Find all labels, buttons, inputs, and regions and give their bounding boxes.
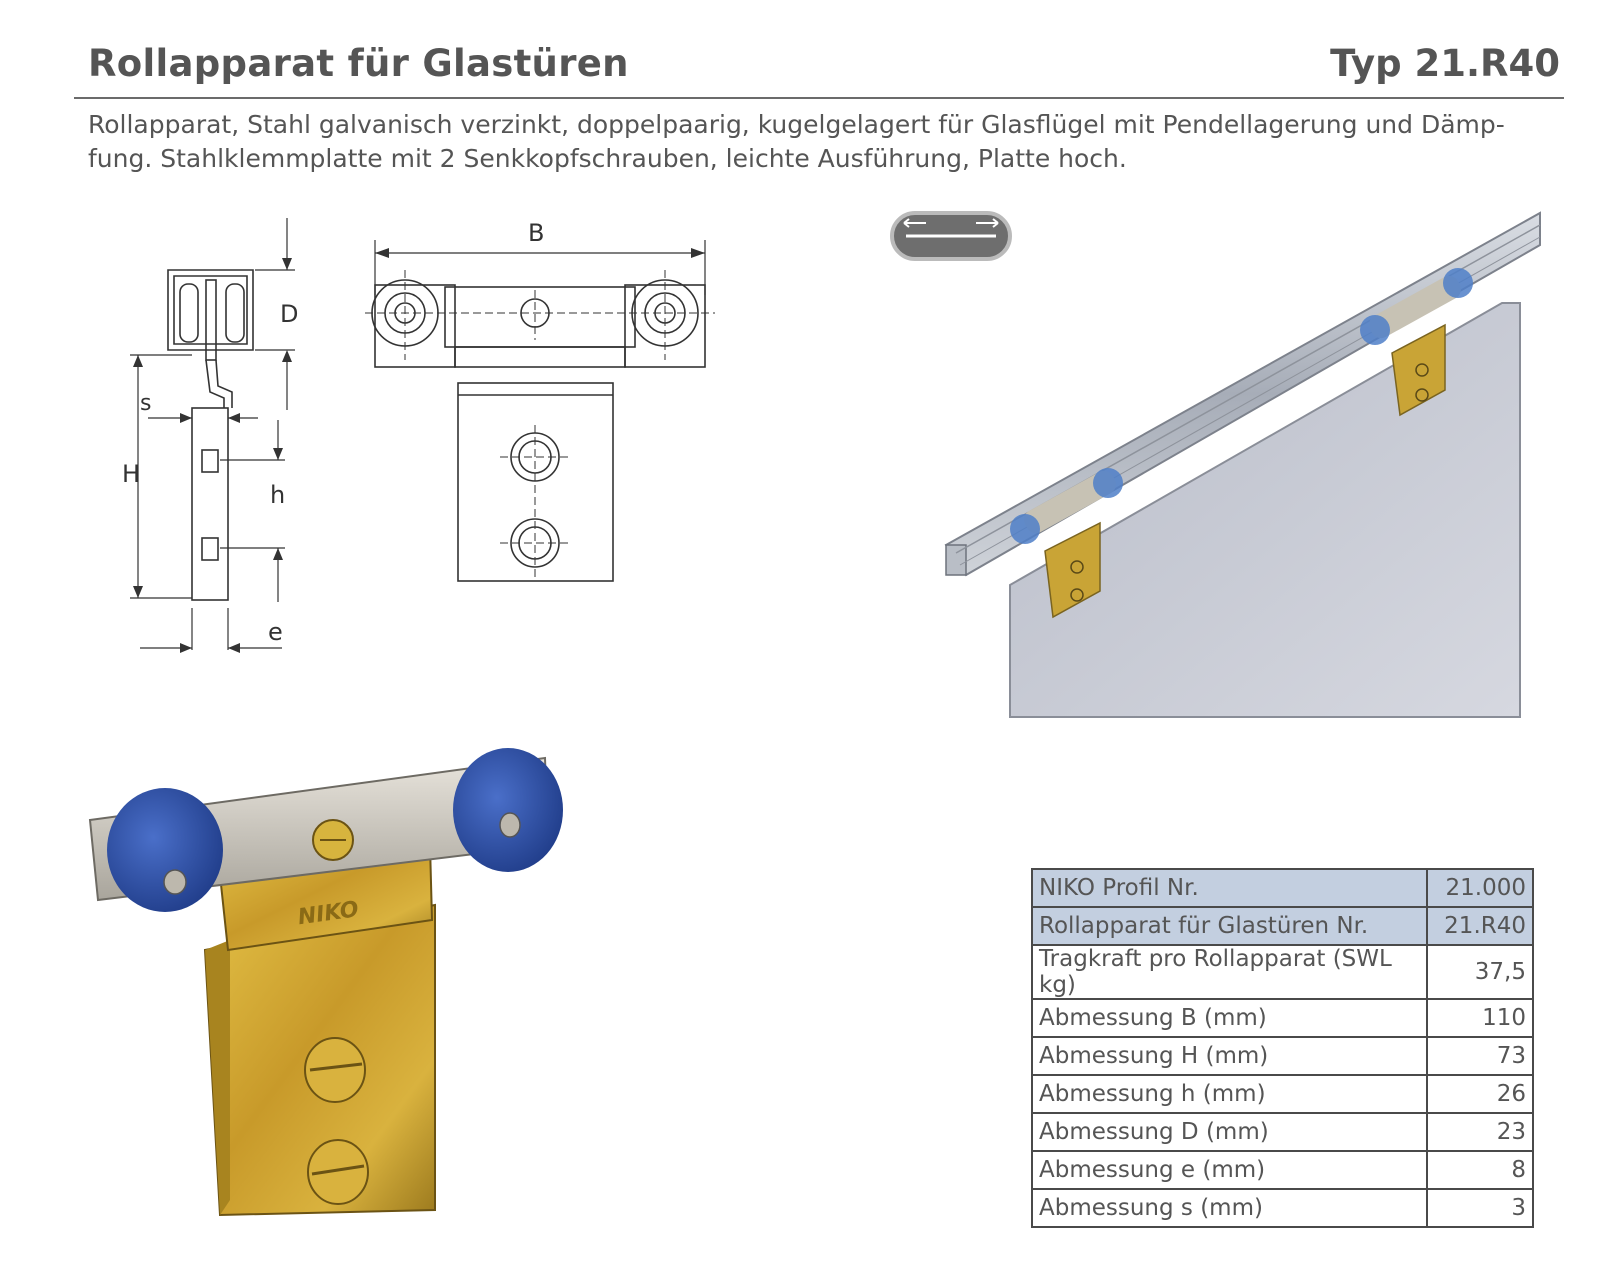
product-type: Typ 21.R40 [1330, 42, 1560, 85]
spec-value: 21.R40 [1426, 906, 1534, 946]
product-description: Rollapparat, Stahl galvanisch verzinkt, … [88, 108, 1558, 176]
spec-value: 8 [1426, 1150, 1534, 1190]
spec-row: Abmessung B (mm)110 [1031, 998, 1534, 1038]
dim-label-D: D [280, 300, 298, 328]
spec-row: Rollapparat für Glastüren Nr.21.R40 [1031, 906, 1534, 946]
dim-label-H: H [122, 460, 140, 488]
spec-row: Abmessung h (mm)26 [1031, 1074, 1534, 1114]
spec-label: Rollapparat für Glastüren Nr. [1031, 906, 1428, 946]
spec-label: Abmessung H (mm) [1031, 1036, 1428, 1076]
spec-row: Abmessung e (mm)8 [1031, 1150, 1534, 1190]
spec-label: Tragkraft pro Rollapparat (SWL kg) [1031, 944, 1428, 1000]
spec-label: Abmessung s (mm) [1031, 1188, 1428, 1228]
dim-label-B: B [528, 219, 544, 247]
product-photo: NIKO [88, 748, 563, 1217]
description-line-1: Rollapparat, Stahl galvanisch verzinkt, … [88, 110, 1505, 139]
dim-label-h: h [270, 481, 285, 509]
spec-row: Abmessung s (mm)3 [1031, 1188, 1534, 1228]
spec-value: 3 [1426, 1188, 1534, 1228]
spec-row: NIKO Profil Nr.21.000 [1031, 868, 1534, 908]
spec-label: Abmessung h (mm) [1031, 1074, 1428, 1114]
spec-value: 73 [1426, 1036, 1534, 1076]
dim-label-e: e [268, 618, 283, 646]
sliding-direction-icon [890, 211, 1012, 261]
spec-label: Abmessung B (mm) [1031, 998, 1428, 1038]
spec-value: 21.000 [1426, 868, 1534, 908]
spec-row: Abmessung D (mm)23 [1031, 1112, 1534, 1152]
roller-right-render [1360, 268, 1473, 417]
spec-value: 26 [1426, 1074, 1534, 1114]
spec-row: Abmessung H (mm)73 [1031, 1036, 1534, 1076]
spec-value: 37,5 [1426, 944, 1534, 1000]
description-line-2: fung. Stahlklemmplatte mit 2 Senkkopfsch… [88, 144, 1127, 173]
dim-label-s: s [140, 391, 151, 416]
spec-value: 110 [1426, 998, 1534, 1038]
page-title: Rollapparat für Glastüren [88, 42, 629, 85]
spec-label: Abmessung D (mm) [1031, 1112, 1428, 1152]
roller-left-render [1010, 468, 1123, 619]
front-view-drawing: B [365, 219, 715, 582]
spec-value: 23 [1426, 1112, 1534, 1152]
spec-label: Abmessung e (mm) [1031, 1150, 1428, 1190]
side-view-drawing: D s H h e [122, 218, 298, 653]
spec-label: NIKO Profil Nr. [1031, 868, 1428, 908]
title-divider [74, 97, 1564, 99]
installation-render [870, 205, 1570, 725]
spec-row: Tragkraft pro Rollapparat (SWL kg)37,5 [1031, 944, 1534, 1000]
